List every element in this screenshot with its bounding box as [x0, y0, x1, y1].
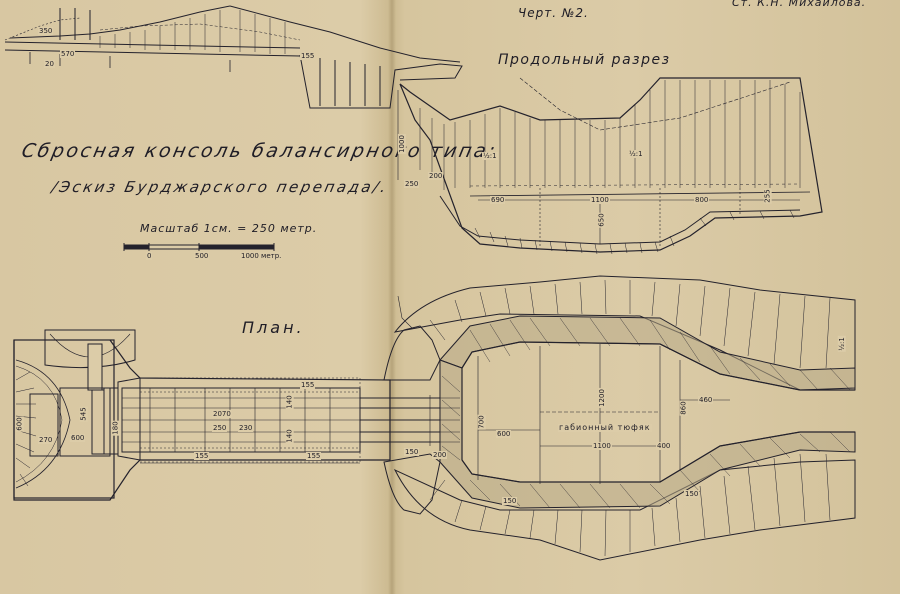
scale-label: Масштаб 1см. = 250 метр. — [140, 222, 318, 235]
dim-250-section: 250 — [404, 180, 420, 188]
sheet-number: Черт. №2. — [518, 6, 589, 20]
dim-20: 20 — [44, 60, 55, 68]
dim-155-top: 155 — [300, 381, 316, 389]
scale-tick-500: 500 — [194, 252, 210, 260]
dim-600-vertical: 600 — [15, 416, 24, 432]
dim-545: 545 — [79, 406, 88, 422]
dim-250-plan: 250 — [212, 424, 228, 432]
plan-stilling-basin — [383, 275, 856, 561]
dim-150-basin-right: 150 — [684, 490, 700, 498]
dim-690: 690 — [490, 196, 506, 204]
scale-tick-0: 0 — [146, 252, 153, 260]
sheet-fold — [388, 0, 396, 594]
slope-right: ½:1 — [628, 150, 644, 158]
dim-460: 460 — [698, 396, 714, 404]
drawing-subtitle: /Эскиз Бурджарского перепада/. — [50, 178, 391, 196]
dim-570: 570 — [60, 50, 76, 58]
dim-700: 700 — [477, 414, 486, 430]
dim-400: 400 — [656, 442, 672, 450]
dim-1100-section: 1100 — [590, 196, 610, 204]
dim-600-horizontal: 600 — [70, 434, 86, 442]
longitudinal-section — [397, 77, 823, 255]
section-label: Продольный разрез — [498, 52, 671, 68]
plan-label: План. — [242, 318, 305, 337]
gabion-mattress-label: габионный тюфяк — [558, 423, 652, 432]
scale-bar — [123, 243, 275, 251]
dim-180: 180 — [111, 420, 120, 436]
dim-150-plan: 150 — [404, 448, 420, 456]
dim-200-basin: 200 — [432, 451, 448, 459]
slope-left: ½:1 — [482, 152, 498, 160]
dim-150-basin-left: 150 — [502, 497, 518, 505]
dim-2070: 2070 — [212, 410, 232, 418]
dim-650: 650 — [597, 212, 606, 228]
dim-350: 350 — [38, 27, 54, 35]
dim-860: 860 — [679, 400, 688, 416]
author-note: Ст. К.Н. Михайлова. — [732, 0, 867, 9]
scale-tick-1000: 1000 метр. — [240, 252, 283, 260]
dim-230: 230 — [238, 424, 254, 432]
dim-255: 255 — [763, 188, 772, 204]
dim-140-bottom: 140 — [285, 428, 294, 444]
dim-270: 270 — [38, 436, 54, 444]
slope-basin: ½:1 — [837, 336, 846, 352]
drawing-title: Сбросная консоль балансирного типа: — [19, 140, 500, 162]
dim-155-bottom-left: 155 — [194, 452, 210, 460]
dim-140-top: 140 — [285, 394, 294, 410]
dim-155-profile: 155 — [300, 52, 316, 60]
dim-800: 800 — [694, 196, 710, 204]
dim-200-section: 200 — [428, 172, 444, 180]
dim-600-basin: 600 — [496, 430, 512, 438]
dim-155-bottom-right: 155 — [306, 452, 322, 460]
top-profile-drawing — [4, 5, 463, 109]
dim-1000: 1000 — [397, 134, 406, 154]
dim-1100-basin: 1100 — [592, 442, 612, 450]
dim-1200: 1200 — [597, 388, 606, 408]
